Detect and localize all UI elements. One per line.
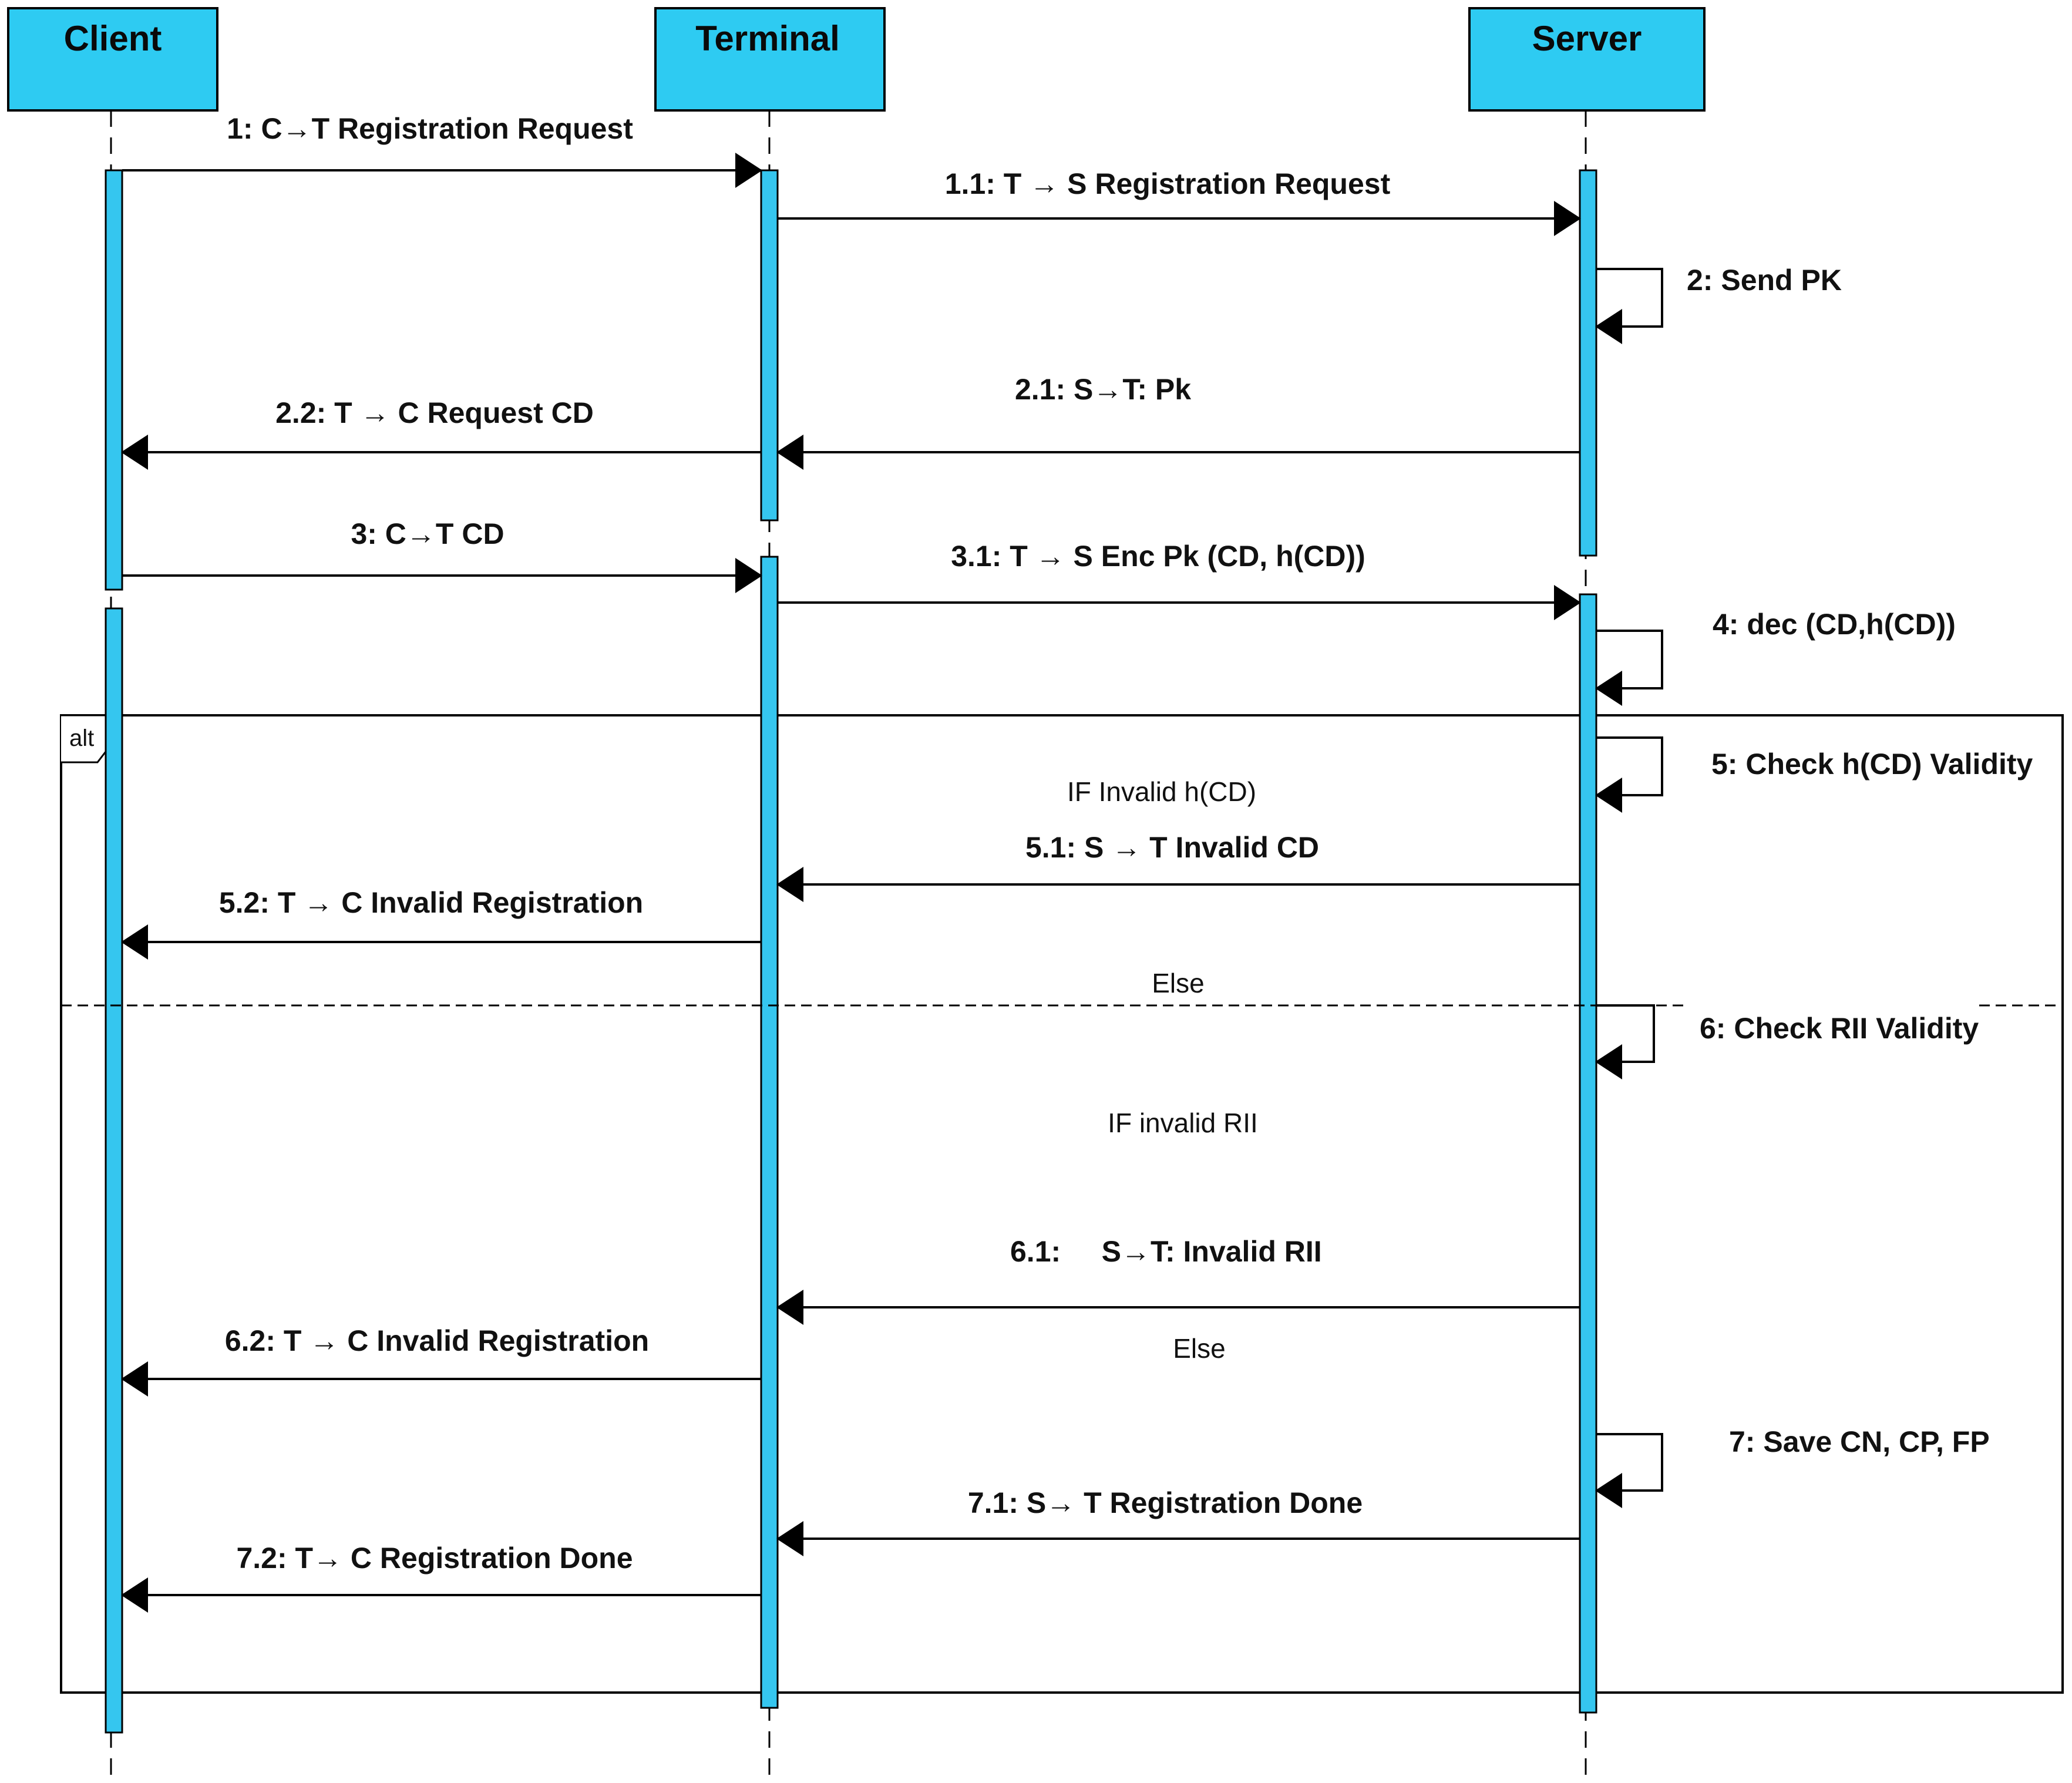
message-label-5: 5: Check h(CD) Validity <box>1711 748 2033 781</box>
participant-server: Server <box>1468 7 1706 112</box>
server-activation-1 <box>1579 169 1597 557</box>
message-label-2-2: 2.2: T → C Request CD <box>275 396 594 429</box>
client-activation-1 <box>105 169 123 591</box>
message-label-4: 4: dec (CD,h(CD)) <box>1713 608 1956 641</box>
message-label-6-1: 6.1: S→T: Invalid RII <box>1010 1235 1322 1268</box>
client-activation-2 <box>105 607 123 1734</box>
message-label-2: 2: Send PK <box>1687 264 1842 297</box>
message-label-2-1: 2.1: S→T: Pk <box>1015 373 1191 406</box>
participant-client-label: Client <box>64 19 162 58</box>
participant-server-label: Server <box>1532 19 1642 58</box>
message-label-6: 6: Check RII Validity <box>1700 1012 1979 1045</box>
guard-label-2: IF invalid RII <box>1108 1108 1258 1138</box>
participant-terminal: Terminal <box>654 7 886 112</box>
else-label-2: Else <box>1173 1333 1225 1364</box>
message-label-3: 3: C→T CD <box>351 517 504 550</box>
terminal-activation-1 <box>760 169 779 522</box>
alt-fragment: alt <box>60 714 2064 1694</box>
message-label-7-1: 7.1: S→ T Registration Done <box>968 1486 1363 1519</box>
server-activation-2 <box>1579 593 1597 1714</box>
self-message-arrow-4 <box>1595 630 1663 706</box>
message-label-5-2: 5.2: T → C Invalid Registration <box>219 886 643 919</box>
self-message-arrow-6 <box>1595 1004 1655 1079</box>
message-label-7: 7: Save CN, CP, FP <box>1729 1425 1990 1458</box>
terminal-activation-2 <box>760 556 779 1709</box>
message-label-5-1: 5.1: S → T Invalid CD <box>1025 831 1319 864</box>
participant-terminal-label: Terminal <box>695 19 840 58</box>
guard-label-1: IF Invalid h(CD) <box>1067 776 1256 807</box>
participant-client: Client <box>7 7 218 112</box>
alt-operator-label: alt <box>69 725 94 751</box>
message-label-1: 1: C→T Registration Request <box>227 112 633 145</box>
else-label-1: Else <box>1152 968 1204 998</box>
message-label-3-1: 3.1: T → S Enc Pk (CD, h(CD)) <box>951 540 1365 573</box>
message-label-7-2: 7.2: T→ C Registration Done <box>236 1542 633 1575</box>
message-label-6-2: 6.2: T → C Invalid Registration <box>225 1324 649 1357</box>
self-message-arrow-2 <box>1595 268 1663 344</box>
self-message-arrow-5 <box>1595 736 1663 813</box>
self-message-arrow-7 <box>1595 1433 1663 1508</box>
message-label-1-1: 1.1: T → S Registration Request <box>945 167 1391 200</box>
